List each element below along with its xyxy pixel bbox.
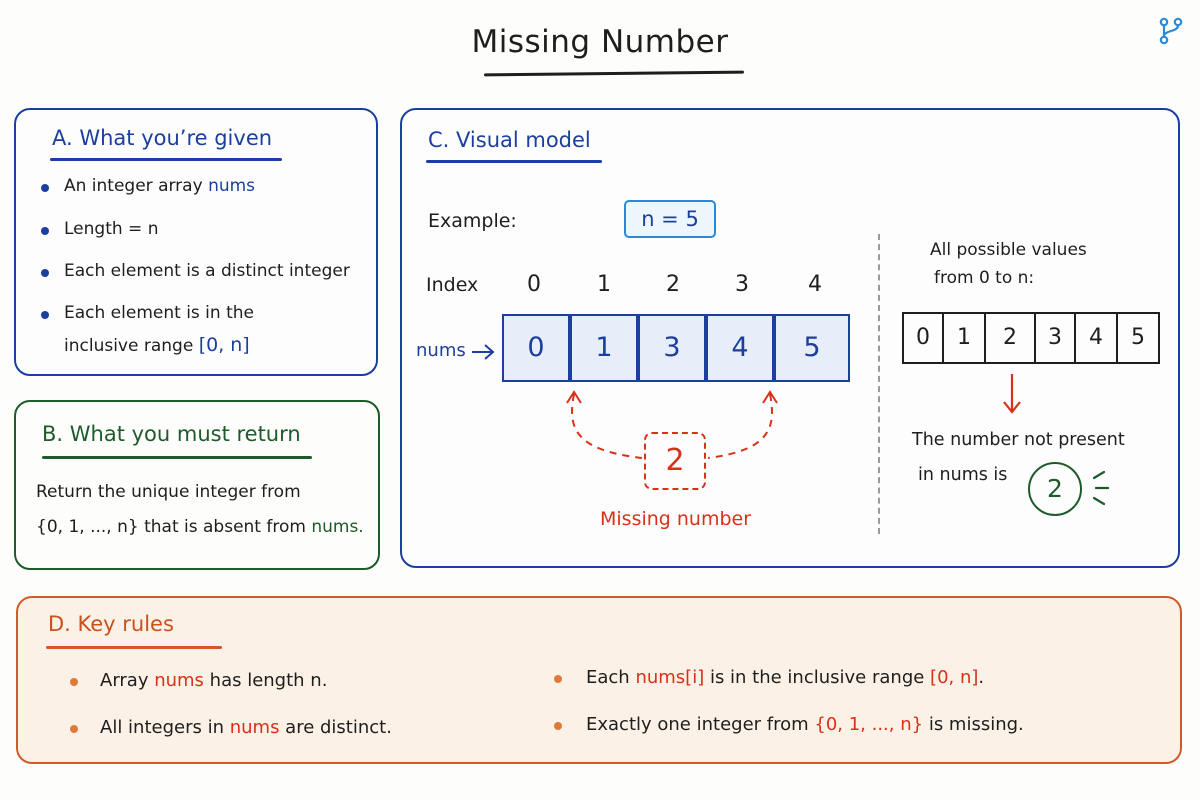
nums-i-highlight: nums[i] — [635, 667, 705, 688]
given-item-length: Length = n — [64, 219, 159, 239]
panel-visual-model: C. Visual model Example: n = 5 Index 0 1… — [400, 108, 1180, 568]
index-value: 0 — [527, 272, 541, 297]
nums-cell: 1 — [570, 314, 638, 382]
rule-range: Each nums[i] is in the inclusive range [… — [586, 667, 984, 688]
panel-key-rules: D. Key rules Array nums has length n. Al… — [16, 596, 1182, 764]
n-value-box: n = 5 — [624, 200, 716, 238]
rule-text: are distinct. — [279, 717, 392, 738]
value-cell: 1 — [942, 312, 986, 364]
panel-a-underline — [50, 158, 282, 161]
nums-cell: 4 — [706, 314, 774, 382]
rule-text: Each — [586, 667, 636, 688]
nums-highlight: nums — [229, 717, 280, 738]
bullet-dot — [41, 269, 49, 277]
value-cell: 5 — [1116, 312, 1160, 364]
nums-cell: 5 — [774, 314, 850, 382]
answer-circle: 2 — [1028, 462, 1082, 516]
range-text: inclusive range — [64, 336, 199, 356]
answer-line1: The number not present — [912, 430, 1125, 450]
nums-highlight: nums — [154, 670, 204, 691]
highlight-marks-icon — [1092, 470, 1110, 506]
panel-return: B. What you must return Return the uniqu… — [14, 400, 380, 570]
rule-text: is missing. — [923, 714, 1024, 735]
missing-number-box: 2 — [644, 432, 706, 490]
value-cell: 3 — [1034, 312, 1076, 364]
answer-line2: in nums is — [918, 465, 1008, 485]
rule-missing: Exactly one integer from {0, 1, ..., n} … — [586, 714, 1024, 735]
missing-number-label: Missing number — [600, 508, 752, 530]
index-value: 4 — [808, 272, 822, 297]
value-cell: 4 — [1074, 312, 1118, 364]
panel-c-heading: C. Visual model — [428, 128, 591, 152]
rule-text: is in the inclusive range — [704, 667, 931, 688]
rule-distinct: All integers in nums are distinct. — [100, 717, 392, 738]
given-item-distinct: Each element is a distinct integer — [64, 261, 350, 281]
range-highlight: [0, n] — [198, 334, 250, 356]
set-highlight: {0, 1, ..., n} — [814, 714, 924, 735]
page-title: Missing Number — [471, 24, 729, 60]
panel-d-underline — [46, 646, 222, 649]
arrow-down-icon — [1003, 374, 1021, 414]
bullet-dot — [70, 725, 78, 733]
rule-text: has length n. — [203, 670, 328, 691]
nums-highlight: nums. — [311, 517, 364, 537]
rule-text: Array — [100, 670, 155, 691]
bullet-dot — [41, 227, 49, 235]
panel-c-underline — [426, 160, 602, 163]
bullet-dot — [70, 678, 78, 686]
bullet-dot — [554, 722, 562, 730]
bullet-dot — [41, 184, 49, 192]
index-value: 1 — [597, 272, 611, 297]
divider — [878, 234, 880, 534]
panel-d-heading: D. Key rules — [48, 612, 174, 636]
given-item-array: An integer array nums — [64, 176, 255, 196]
bullet-dot — [41, 311, 49, 319]
nums-label: nums — [416, 340, 466, 361]
all-values-line2: from 0 to n: — [934, 268, 1035, 288]
nums-highlight: nums — [208, 176, 256, 196]
missing-arrows-icon — [566, 390, 778, 459]
nums-cell: 0 — [502, 314, 570, 382]
range-highlight: [0, n] — [930, 667, 979, 688]
all-values-line1: All possible values — [930, 240, 1087, 260]
bullet-dot — [554, 675, 562, 683]
example-label: Example: — [428, 210, 517, 232]
given-item-range-line2: inclusive range [0, n] — [64, 334, 250, 356]
given-item-text: An integer array — [64, 176, 209, 196]
panel-given: A. What you’re given An integer array nu… — [14, 108, 378, 376]
index-label: Index — [426, 274, 479, 296]
rule-length: Array nums has length n. — [100, 670, 327, 691]
rule-text: All integers in — [100, 717, 230, 738]
index-value: 3 — [735, 272, 749, 297]
set-text: {0, 1, ..., n} — [36, 517, 139, 537]
return-line1: Return the unique integer from — [36, 482, 301, 502]
value-cell: 2 — [984, 312, 1036, 364]
panel-b-heading: B. What you must return — [42, 422, 301, 446]
rule-text: . — [978, 667, 985, 688]
title-underline — [483, 70, 745, 77]
return-line2: {0, 1, ..., n} that is absent from nums. — [36, 517, 364, 537]
value-cell: 0 — [902, 312, 944, 364]
given-item-range-line1: Each element is in the — [64, 303, 254, 323]
rule-text: Exactly one integer from — [586, 714, 815, 735]
return-text: that is absent from — [138, 517, 312, 537]
branch-icon — [1159, 17, 1183, 45]
panel-b-underline — [42, 456, 312, 459]
panel-a-heading: A. What you’re given — [52, 126, 273, 150]
index-value: 2 — [666, 272, 680, 297]
nums-cell: 3 — [638, 314, 706, 382]
arrow-right-icon — [472, 344, 495, 360]
